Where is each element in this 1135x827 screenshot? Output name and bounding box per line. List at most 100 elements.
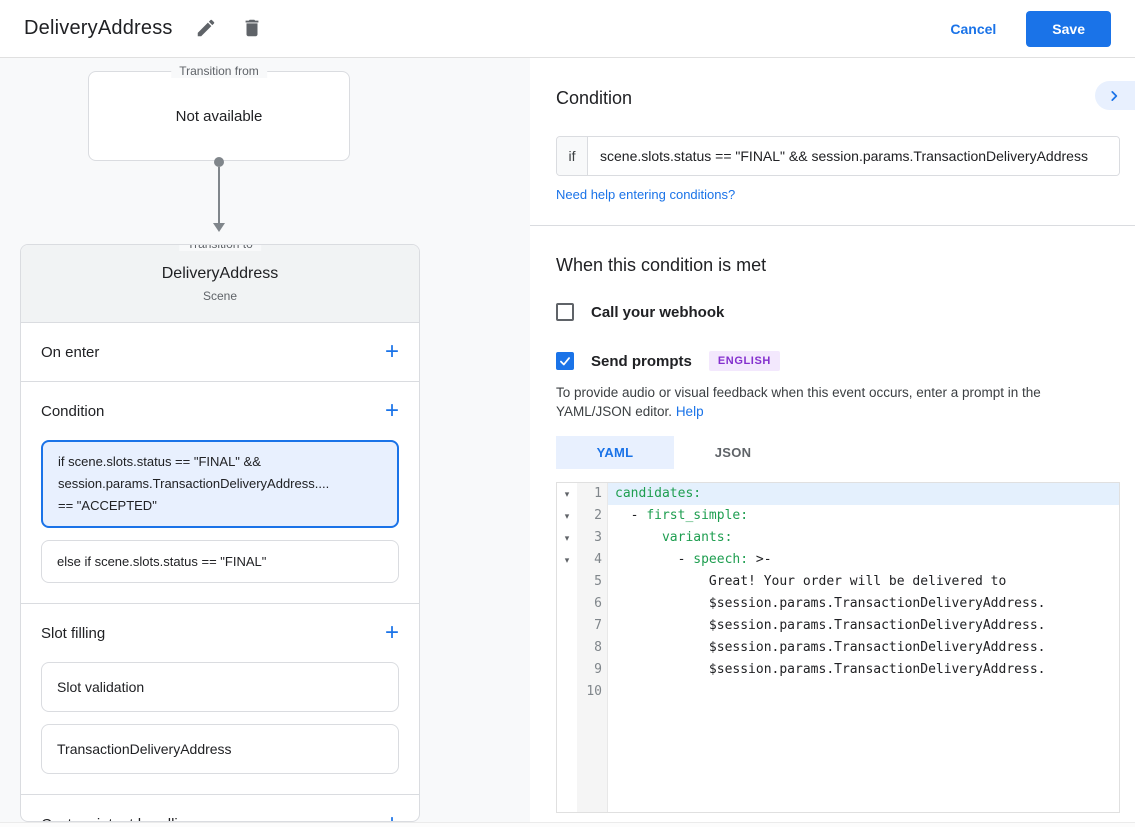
condition-card-else[interactable]: else if scene.slots.status == "FINAL" xyxy=(41,540,399,583)
main-area: Transition from Not available Transition… xyxy=(0,58,1135,827)
code-text: - first_simple: xyxy=(615,508,749,523)
on-enter-title: On enter xyxy=(41,343,100,361)
code-line[interactable]: 10 xyxy=(557,681,1119,703)
transition-arrow xyxy=(209,157,229,232)
condition-expression-field: if xyxy=(556,136,1120,176)
code-text: $session.params.TransactionDeliveryAddre… xyxy=(615,662,1046,677)
fold-spacer xyxy=(557,593,577,615)
code-text: Great! Your order will be delivered to xyxy=(615,574,1007,589)
section-divider xyxy=(530,225,1135,226)
yaml-code-editor[interactable]: ▾ 1 candidates: ▾ 2 - first_simple: ▾ 3 varian… xyxy=(556,482,1120,813)
send-prompts-checkbox[interactable] xyxy=(556,352,574,370)
code-text: variants: xyxy=(661,530,733,545)
section-custom-intent: Custom intent handling + xyxy=(21,795,419,822)
code-line[interactable]: ▾ 3 variants: xyxy=(557,527,1119,549)
code-line[interactable]: 9 $session.params.TransactionDeliveryAdd… xyxy=(557,659,1119,681)
code-text: $session.params.TransactionDeliveryAddre… xyxy=(615,596,1046,611)
editor-tabs: YAML JSON xyxy=(556,436,1135,469)
fold-arrow-icon[interactable]: ▾ xyxy=(564,511,570,521)
connector-dot-icon xyxy=(214,157,224,167)
code-text xyxy=(608,681,1119,703)
help-link[interactable]: Help xyxy=(675,404,704,419)
language-badge: ENGLISH xyxy=(708,351,780,371)
code-line[interactable]: ▾ 2 - first_simple: xyxy=(557,505,1119,527)
fold-spacer xyxy=(557,681,577,703)
arrow-down-icon xyxy=(213,223,225,232)
condition-detail-panel: Condition if Need help entering conditio… xyxy=(530,58,1135,827)
line-number: 7 xyxy=(594,618,602,633)
condition-help-link[interactable]: Need help entering conditions? xyxy=(556,187,736,202)
transition-to-card: Transition to DeliveryAddress Scene On e… xyxy=(20,244,420,822)
scene-type: Scene xyxy=(202,288,238,303)
line-number-gutter xyxy=(577,483,608,812)
webhook-checkbox[interactable] xyxy=(556,303,574,321)
fold-arrow-icon[interactable]: ▾ xyxy=(564,489,570,499)
code-text: $session.params.TransactionDeliveryAddre… xyxy=(615,618,1046,633)
add-slot-button[interactable]: + xyxy=(384,619,399,646)
fold-spacer xyxy=(557,659,577,681)
slot-card[interactable]: TransactionDeliveryAddress xyxy=(41,724,399,774)
fold-gutter xyxy=(557,483,577,812)
transition-to-label: Transition to xyxy=(179,245,261,251)
line-number: 9 xyxy=(594,662,602,677)
condition-card-selected[interactable]: if scene.slots.status == "FINAL" && sess… xyxy=(41,440,399,528)
transition-from-label: Transition from xyxy=(171,64,267,78)
fold-arrow-icon[interactable]: ▾ xyxy=(564,533,570,543)
section-condition: Condition + if scene.slots.status == "FI… xyxy=(21,382,419,604)
if-prefix: if xyxy=(557,137,588,175)
custom-intent-title: Custom intent handling xyxy=(41,816,194,822)
scene-graph-panel: Transition from Not available Transition… xyxy=(0,58,530,827)
fold-spacer xyxy=(557,637,577,659)
line-number: 10 xyxy=(586,684,602,699)
line-number: 3 xyxy=(594,530,602,545)
add-condition-button[interactable]: + xyxy=(384,397,399,424)
line-number: 4 xyxy=(594,552,602,567)
tab-yaml[interactable]: YAML xyxy=(556,436,674,469)
code-text: $session.params.TransactionDeliveryAddre… xyxy=(615,640,1046,655)
section-on-enter: On enter + xyxy=(21,323,419,382)
line-number: 1 xyxy=(594,486,602,501)
scene-header: DeliveryAddress Scene xyxy=(21,245,419,323)
code-line[interactable]: 8 $session.params.TransactionDeliveryAdd… xyxy=(557,637,1119,659)
slot-filling-title: Slot filling xyxy=(41,624,106,642)
code-lines: ▾ 1 candidates: ▾ 2 - first_simple: ▾ 3 varian… xyxy=(557,483,1119,703)
code-line[interactable]: 6 $session.params.TransactionDeliveryAdd… xyxy=(557,593,1119,615)
fold-arrow-icon[interactable]: ▾ xyxy=(564,555,570,565)
condition-title: Condition xyxy=(41,402,105,420)
code-line[interactable]: 7 $session.params.TransactionDeliveryAdd… xyxy=(557,615,1119,637)
save-button[interactable]: Save xyxy=(1026,10,1111,47)
tab-json[interactable]: JSON xyxy=(714,445,752,460)
slot-validation-card[interactable]: Slot validation xyxy=(41,662,399,712)
condition-expression-input[interactable] xyxy=(588,137,1119,175)
code-line[interactable]: ▾ 1 candidates: xyxy=(557,483,1119,505)
when-condition-header: When this condition is met xyxy=(556,255,767,275)
section-slot-filling: Slot filling + Slot validation Transacti… xyxy=(21,604,419,795)
condition-header: Condition xyxy=(556,88,633,108)
code-line[interactable]: 5 Great! Your order will be delivered to xyxy=(557,571,1119,593)
line-number: 2 xyxy=(594,508,602,523)
connector-line xyxy=(218,167,220,223)
send-prompts-label: Send prompts xyxy=(591,352,692,370)
line-number: 8 xyxy=(594,640,602,655)
scene-name: DeliveryAddress xyxy=(161,264,279,282)
prompts-description: To provide audio or visual feedback when… xyxy=(556,383,1118,421)
webhook-label: Call your webhook xyxy=(591,303,725,321)
edit-icon[interactable] xyxy=(195,17,219,41)
webhook-row: Call your webhook xyxy=(556,303,1135,321)
add-on-enter-button[interactable]: + xyxy=(384,338,399,365)
transition-from-box[interactable]: Transition from Not available xyxy=(88,64,350,161)
checkmark-icon xyxy=(560,357,570,366)
code-text: candidates: xyxy=(608,483,1119,505)
code-line[interactable]: ▾ 4 - speech: >- xyxy=(557,549,1119,571)
send-prompts-row: Send prompts ENGLISH xyxy=(556,351,1135,371)
top-bar: DeliveryAddress Cancel Save xyxy=(0,0,1135,58)
code-text: - speech: >- xyxy=(615,552,772,567)
chevron-right-icon xyxy=(1111,90,1118,101)
delete-icon[interactable] xyxy=(241,17,265,41)
cancel-button[interactable]: Cancel xyxy=(950,20,997,37)
add-custom-intent-button[interactable]: + xyxy=(385,812,399,822)
description-text: To provide audio or visual feedback when… xyxy=(556,385,1041,419)
collapse-panel-button[interactable] xyxy=(1095,81,1135,110)
bottom-scroll-strip[interactable] xyxy=(0,822,1135,827)
line-number: 5 xyxy=(594,574,602,589)
